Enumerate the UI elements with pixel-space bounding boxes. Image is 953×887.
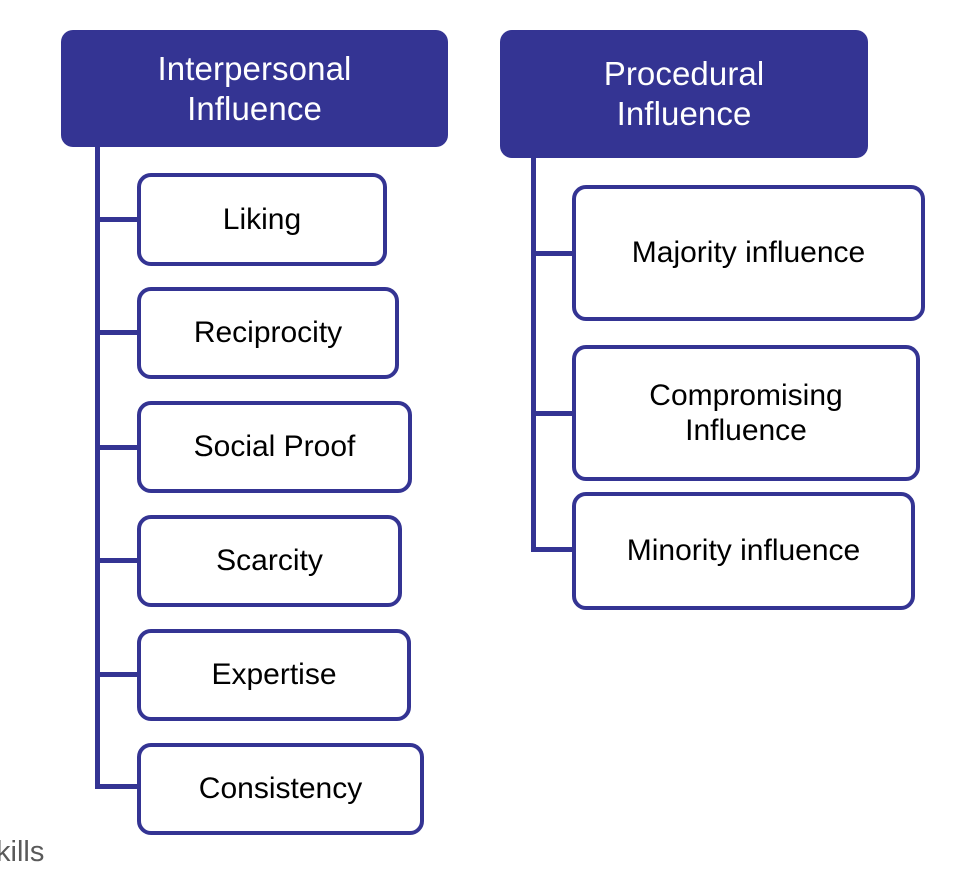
node-label-consistency: Consistency bbox=[198, 772, 363, 806]
node-majority-influence[interactable]: Majority influence bbox=[572, 185, 925, 321]
header-line1-procedural: Procedural bbox=[603, 55, 765, 93]
connector-stub-social-proof bbox=[95, 445, 141, 450]
header-line1-interpersonal: Interpersonal bbox=[157, 49, 352, 87]
node-label-scarcity: Scarcity bbox=[216, 544, 323, 578]
node-label-compromising-influence: Compromising Influence bbox=[649, 378, 842, 449]
node-consistency[interactable]: Consistency bbox=[137, 743, 424, 835]
header-line2-procedural: Influence bbox=[616, 95, 752, 132]
connector-stub-liking bbox=[95, 217, 141, 222]
node-label-social-proof: Social Proof bbox=[193, 430, 356, 464]
connector-stub-scarcity bbox=[95, 558, 141, 563]
header-label-interpersonal: Interpersonal Influence bbox=[158, 49, 352, 128]
header-label-procedural: Procedural Influence bbox=[604, 54, 765, 133]
node-label-compromising-influence-line1: Compromising bbox=[649, 378, 843, 412]
header-line2-interpersonal: Influence bbox=[187, 89, 322, 127]
connector-stub-compromising-influence bbox=[531, 411, 576, 416]
node-scarcity[interactable]: Scarcity bbox=[137, 515, 402, 607]
header-box-interpersonal[interactable]: Interpersonal Influence bbox=[61, 30, 448, 147]
node-minority-influence[interactable]: Minority influence bbox=[572, 492, 915, 610]
node-label-majority-influence: Majority influence bbox=[631, 236, 866, 270]
node-label-reciprocity: Reciprocity bbox=[193, 316, 343, 350]
connector-stub-reciprocity bbox=[95, 330, 141, 335]
connector-stub-expertise bbox=[95, 672, 141, 677]
node-label-expertise: Expertise bbox=[211, 658, 337, 692]
node-liking[interactable]: Liking bbox=[137, 173, 387, 266]
node-label-compromising-influence-line2: Influence bbox=[685, 414, 807, 447]
node-social-proof[interactable]: Social Proof bbox=[137, 401, 412, 493]
connector-trunk-procedural bbox=[531, 158, 536, 552]
connector-stub-minority-influence bbox=[531, 547, 576, 552]
connector-stub-consistency bbox=[95, 784, 141, 789]
header-box-procedural[interactable]: Procedural Influence bbox=[500, 30, 868, 158]
node-label-minority-influence: Minority influence bbox=[626, 534, 861, 568]
node-compromising-influence[interactable]: Compromising Influence bbox=[572, 345, 920, 481]
node-expertise[interactable]: Expertise bbox=[137, 629, 411, 721]
caption-fragment: kills bbox=[0, 836, 45, 868]
node-label-liking: Liking bbox=[222, 202, 302, 236]
node-reciprocity[interactable]: Reciprocity bbox=[137, 287, 399, 379]
connector-stub-majority-influence bbox=[531, 251, 576, 256]
connector-trunk-interpersonal bbox=[95, 147, 100, 789]
